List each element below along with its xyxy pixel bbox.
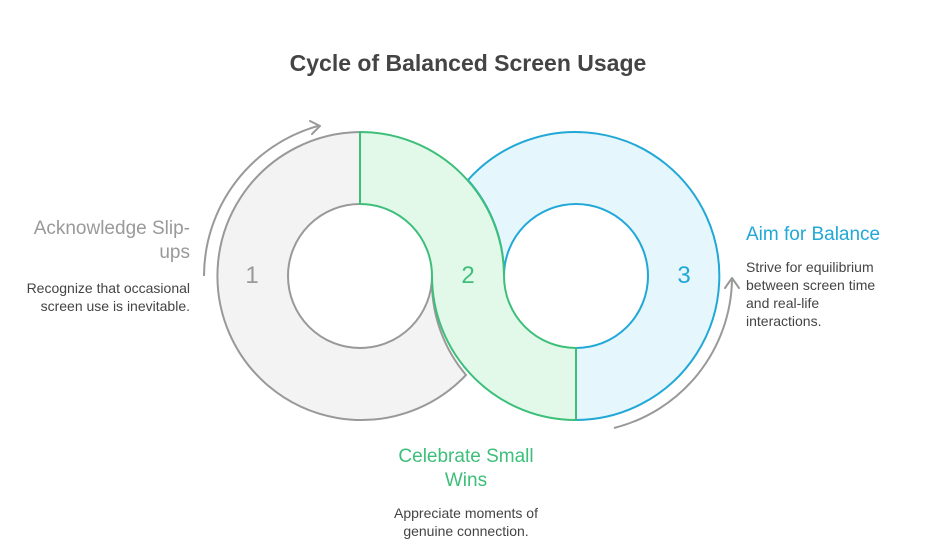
arrowhead-top-left-icon — [309, 120, 321, 135]
step-description-2: Appreciate moments of genuine connection… — [394, 505, 538, 539]
step-heading-1: Acknowledge Slip-ups — [33, 218, 190, 263]
ring-segment-2 — [359, 130, 577, 422]
step-heading-2: Celebrate Small Wins — [398, 446, 534, 491]
page-title: Cycle of Balanced Screen Usage — [289, 50, 647, 76]
step-description-1: Recognize that occasional screen use is … — [26, 280, 190, 314]
ring-segment-1 — [216, 130, 468, 421]
cycle-arrow-bottom-right — [613, 279, 733, 429]
step-number-2: 2 — [461, 262, 475, 289]
step-number-3: 3 — [677, 262, 691, 289]
cycle-arrow-top-left — [203, 125, 319, 277]
step-number-1: 1 — [245, 262, 259, 289]
step-heading-3: Aim for Balance — [746, 224, 881, 245]
arrowhead-bottom-right-icon — [724, 277, 740, 289]
step-description-3: Strive for equilibrium between screen ti… — [746, 259, 876, 329]
